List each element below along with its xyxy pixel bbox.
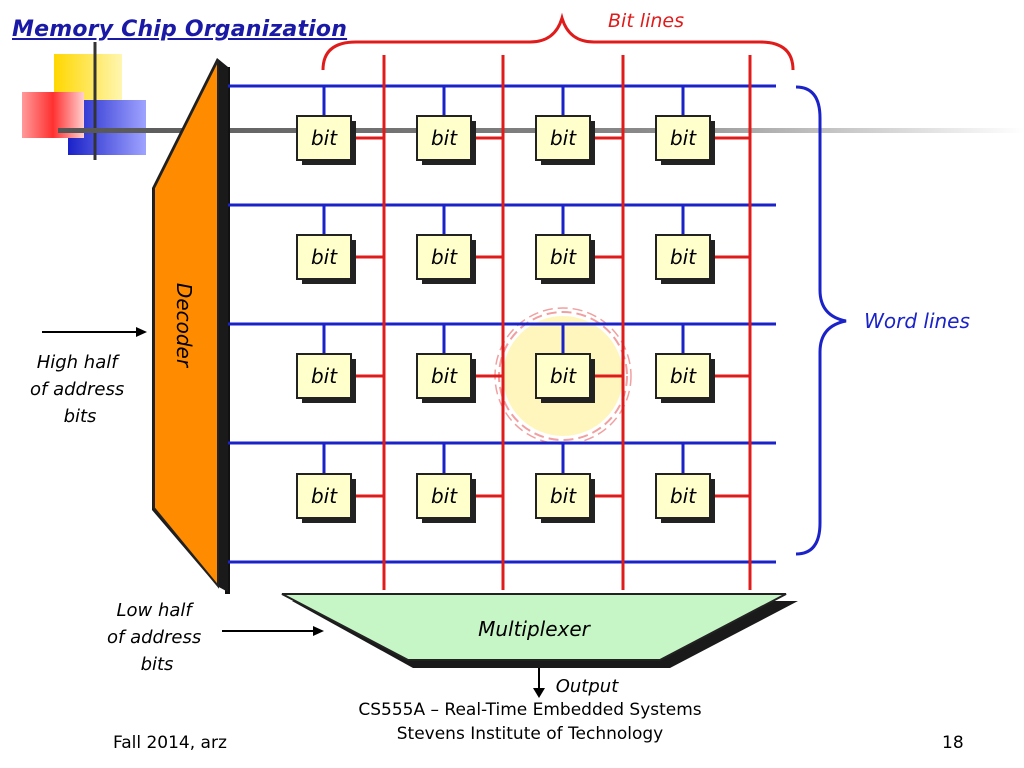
bit-cell-label: bit (431, 364, 458, 388)
bit-cell (655, 234, 711, 280)
bit-cell-label: bit (670, 245, 697, 269)
page-number: 18 (942, 733, 964, 753)
bit-cell (296, 353, 352, 399)
bit-lines-label: Bit lines (608, 10, 684, 32)
bit-cell (655, 115, 711, 161)
bit-cell-label: bit (311, 484, 338, 508)
bit-cell (535, 234, 591, 280)
low-half-label-line: bits (141, 654, 174, 675)
bit-cell-label: bit (670, 364, 697, 388)
high-address-arrow-head-icon (136, 327, 147, 337)
word-lines-brace (795, 85, 847, 556)
bit-cell-label: bit (670, 126, 697, 150)
bit-cell-label: bit (311, 364, 338, 388)
low-half-label: Low half of address bits (107, 600, 207, 675)
decorative-logo-icon (22, 42, 1024, 160)
bit-cell-label: bit (550, 245, 577, 269)
bit-cell (416, 115, 472, 161)
decoder-face (153, 59, 219, 589)
bit-cell-label: bit (431, 484, 458, 508)
footer-institution: Stevens Institute of Technology (396, 724, 664, 744)
decoder-label: Decoder (172, 283, 196, 369)
bit-cell-label: bit (431, 126, 458, 150)
high-half-label-line: High half (37, 352, 121, 373)
bit-cell (416, 234, 472, 280)
low-half-label-line: Low half (117, 600, 195, 621)
high-half-label-line: of address (30, 379, 124, 400)
bit-cell (535, 473, 591, 519)
multiplexer-block (281, 593, 787, 661)
footer-course: CS555A – Real-Time Embedded Systems (358, 700, 702, 720)
bit-cell-label: bit (550, 364, 577, 388)
bit-cell (296, 115, 352, 161)
output-arrow-head-icon (533, 688, 545, 698)
multiplexer-label: Multiplexer (478, 617, 592, 641)
footer-date: Fall 2014, arz (113, 733, 227, 753)
memory-grid: bit bit bit bit bit bit bit bit bit bit bit bit bit b… (228, 55, 776, 590)
bit-cell-label: bit (550, 126, 577, 150)
low-half-label-line: of address (107, 627, 201, 648)
bit-cell (296, 234, 352, 280)
bit-cell (655, 473, 711, 519)
high-half-label: High half of address bits (30, 352, 130, 427)
bit-cell-label: bit (670, 484, 697, 508)
slide-title: Memory Chip Organization (12, 17, 348, 42)
bit-cell (416, 473, 472, 519)
bit-cell (655, 353, 711, 399)
word-lines-label: Word lines (864, 309, 970, 333)
bit-cell (416, 353, 472, 399)
bit-cell-label: bit (550, 484, 577, 508)
bit-lines-brace (321, 12, 795, 71)
high-half-label-line: bits (64, 406, 97, 427)
bit-cell (296, 473, 352, 519)
bit-cell (535, 115, 591, 161)
bit-cell-label: bit (431, 245, 458, 269)
output-label: Output (556, 676, 619, 697)
bit-cell-label: bit (311, 126, 338, 150)
bit-cell-label: bit (311, 245, 338, 269)
low-address-arrow-head-icon (313, 626, 324, 636)
bit-cell (535, 353, 591, 399)
